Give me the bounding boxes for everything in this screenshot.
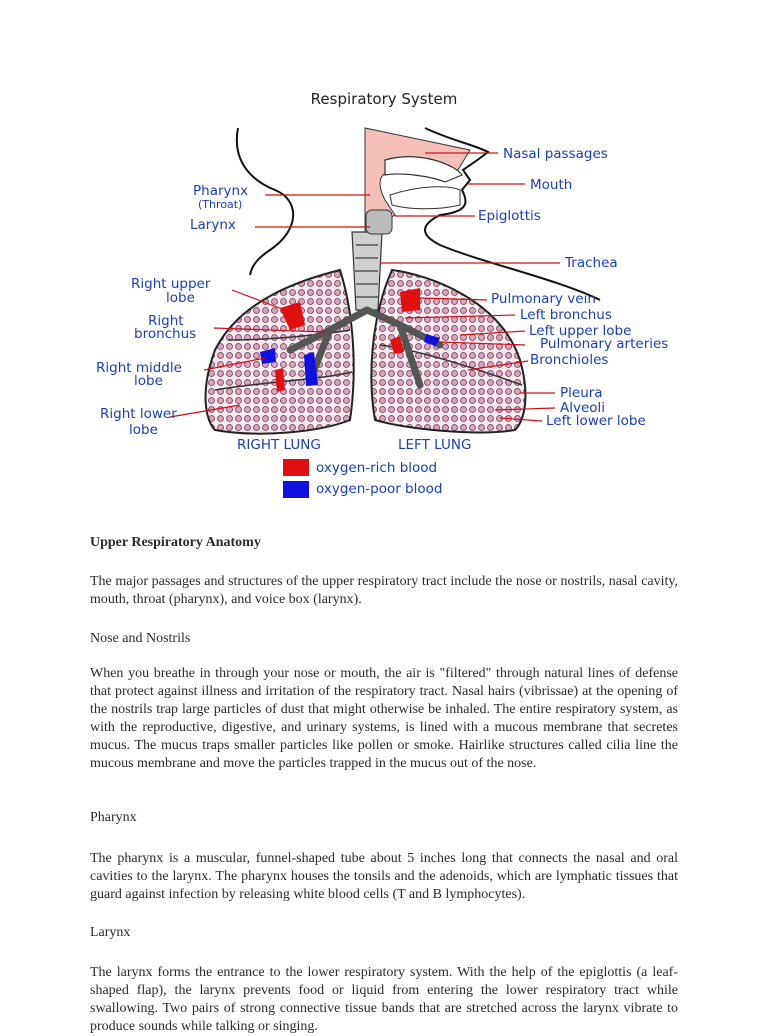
label-left-lower-lobe: Left lower lobe — [546, 413, 646, 429]
label-throat: (Throat) — [198, 198, 242, 211]
legend-swatch-oxygen-poor — [283, 481, 309, 498]
label-right-lung: RIGHT LUNG — [237, 437, 321, 453]
section-body-pharynx: The pharynx is a muscular, funnel-shaped… — [90, 851, 678, 902]
label-mouth: Mouth — [530, 177, 572, 193]
label-epiglottis: Epiglottis — [478, 208, 541, 224]
label-trachea: Trachea — [564, 255, 618, 271]
label-right-bronchus-1: Right — [148, 313, 184, 329]
label-pharynx: Pharynx — [193, 183, 248, 199]
label-pleura: Pleura — [560, 385, 603, 401]
label-right-middle-lobe-2: lobe — [134, 373, 163, 389]
label-pulmonary-arteries: Pulmonary arteries — [540, 336, 668, 352]
section-title-nose: Nose and Nostrils — [90, 631, 191, 646]
section-body-nose: When you breathe in through your nose or… — [90, 666, 678, 771]
diagram-svg: Nasal passages Mouth Pharynx (Throat) La… — [96, 127, 668, 498]
head-outline — [235, 127, 601, 301]
label-pulmonary-vein: Pulmonary vein — [491, 291, 596, 307]
pulmonary-vessels — [260, 288, 440, 392]
label-right-lower-lobe-2: lobe — [129, 422, 158, 438]
label-left-upper-lobe: Left upper lobe — [529, 323, 631, 339]
label-right-middle-lobe-1: Right middle — [96, 360, 182, 376]
label-left-bronchus: Left bronchus — [520, 307, 612, 323]
intro-paragraph: The major passages and structures of the… — [90, 574, 678, 607]
pointer-lines — [169, 152, 560, 422]
label-right-lower-lobe-1: Right lower — [100, 406, 177, 422]
nasal-cavity — [364, 127, 471, 236]
label-larynx: Larynx — [190, 217, 236, 233]
legend-swatch-oxygen-rich — [283, 459, 309, 476]
label-nasal-passages: Nasal passages — [503, 146, 608, 162]
right-lung — [204, 268, 355, 435]
article-heading: Upper Respiratory Anatomy — [90, 535, 261, 550]
label-right-bronchus-2: bronchus — [134, 326, 196, 342]
section-body-larynx: The larynx forms the entrance to the low… — [90, 965, 678, 1034]
legend-label-oxygen-poor: oxygen-poor blood — [316, 481, 442, 497]
section-title-pharynx: Pharynx — [90, 810, 137, 825]
label-alveoli: Alveoli — [560, 400, 605, 416]
label-right-upper-lobe-1: Right upper — [131, 276, 211, 292]
trachea — [351, 209, 393, 311]
respiratory-system-diagram: Nasal passages Mouth Pharynx (Throat) La… — [80, 120, 720, 510]
label-right-upper-lobe-2: lobe — [166, 290, 195, 306]
section-title-larynx: Larynx — [90, 925, 131, 940]
figure-title: Respiratory System — [310, 90, 458, 108]
label-left-lung: LEFT LUNG — [398, 437, 471, 453]
label-bronchioles: Bronchioles — [530, 352, 608, 368]
legend-label-oxygen-rich: oxygen-rich blood — [316, 460, 437, 476]
legend: oxygen-rich blood oxygen-poor blood — [283, 459, 442, 498]
